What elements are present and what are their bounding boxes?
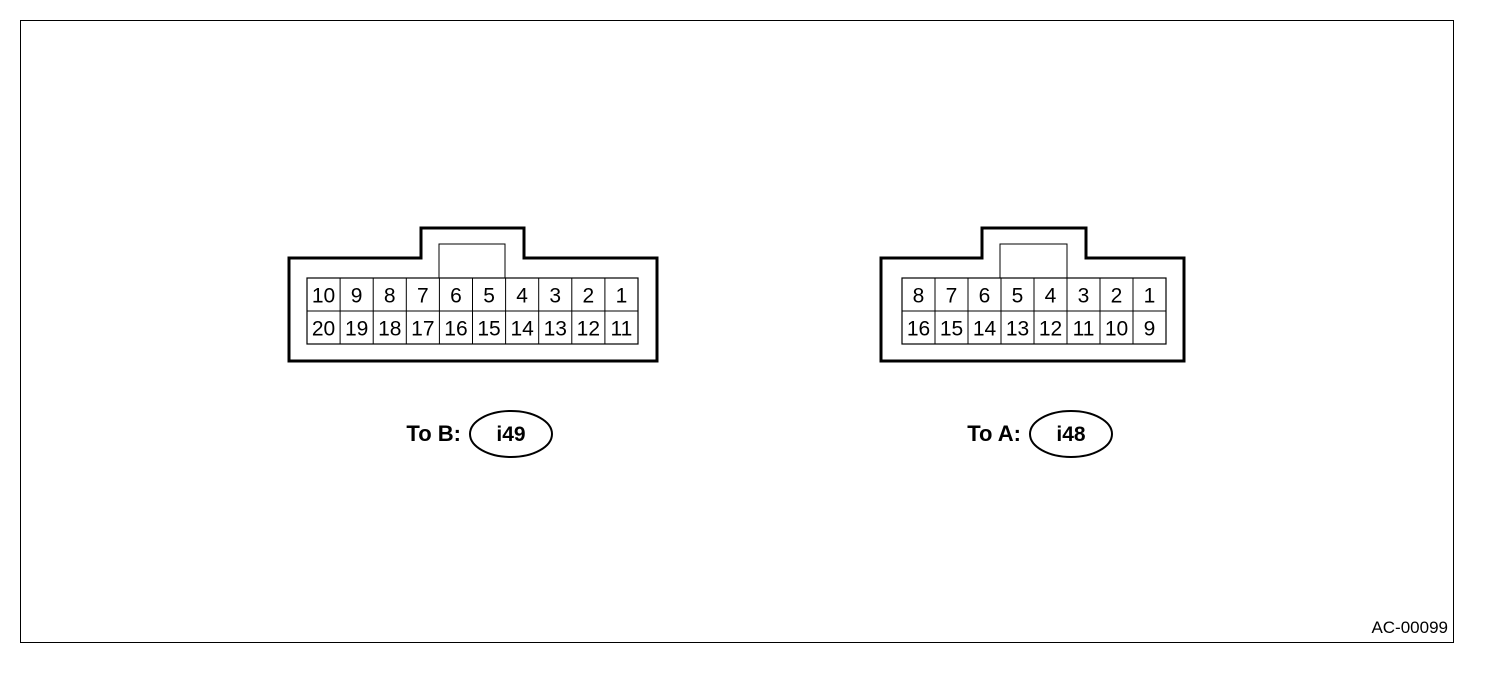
- pin-number: 11: [1073, 318, 1095, 341]
- diagram-frame: [20, 20, 1454, 643]
- pin-number: 6: [979, 285, 991, 308]
- pin-number: 2: [583, 285, 595, 308]
- pin-number: 15: [477, 318, 500, 341]
- pin-number: 15: [940, 318, 963, 341]
- pin-number: 16: [444, 318, 467, 341]
- pin-number: 6: [450, 285, 462, 308]
- pin-number: 5: [1012, 285, 1024, 308]
- pin-number: 11: [611, 318, 633, 341]
- pin-number: 9: [351, 285, 363, 308]
- pin-number: 9: [1144, 318, 1156, 341]
- pin-number: 10: [1105, 318, 1128, 341]
- pin-number: 20: [312, 318, 335, 341]
- pin-number: 12: [1039, 318, 1062, 341]
- pin-number: 1: [616, 285, 628, 308]
- connector-i49-housing: [287, 226, 659, 363]
- figure-code: AC-00099: [1371, 618, 1448, 637]
- pin-number: 3: [549, 285, 561, 308]
- label-i49: To B: i49: [406, 410, 553, 458]
- pin-number: 19: [345, 318, 368, 341]
- pin-number: 17: [411, 318, 434, 341]
- pin-number: 1: [1144, 285, 1156, 308]
- pin-number: 4: [1045, 285, 1057, 308]
- connector-i49-lock-tab: [438, 243, 506, 279]
- pin-number: 8: [913, 285, 925, 308]
- pin-number: 14: [510, 318, 534, 341]
- label-i49-oval: [469, 410, 553, 458]
- pin-number: 10: [312, 285, 335, 308]
- pin-number: 5: [483, 285, 495, 308]
- pin-number: 3: [1078, 285, 1090, 308]
- connector-i48-housing: [879, 226, 1186, 363]
- label-i48-code: i48: [1056, 423, 1086, 446]
- label-i48: To A: i48: [967, 410, 1113, 458]
- pin-number: 8: [384, 285, 396, 308]
- pin-number: 12: [577, 318, 600, 341]
- pin-number: 13: [544, 318, 567, 341]
- connector-i48-lock-tab: [999, 243, 1068, 279]
- pin-number: 14: [973, 318, 997, 341]
- label-i48-prefix: To A:: [967, 421, 1021, 446]
- pin-number: 16: [907, 318, 930, 341]
- pin-number: 4: [516, 285, 528, 308]
- pin-number: 18: [378, 318, 401, 341]
- label-i48-oval: [1029, 410, 1113, 458]
- label-i49-code: i49: [496, 423, 525, 446]
- pin-number: 7: [417, 285, 429, 308]
- pin-number: 13: [1006, 318, 1029, 341]
- pin-number: 7: [946, 285, 958, 308]
- label-i49-prefix: To B:: [406, 421, 461, 446]
- pin-number: 2: [1111, 285, 1123, 308]
